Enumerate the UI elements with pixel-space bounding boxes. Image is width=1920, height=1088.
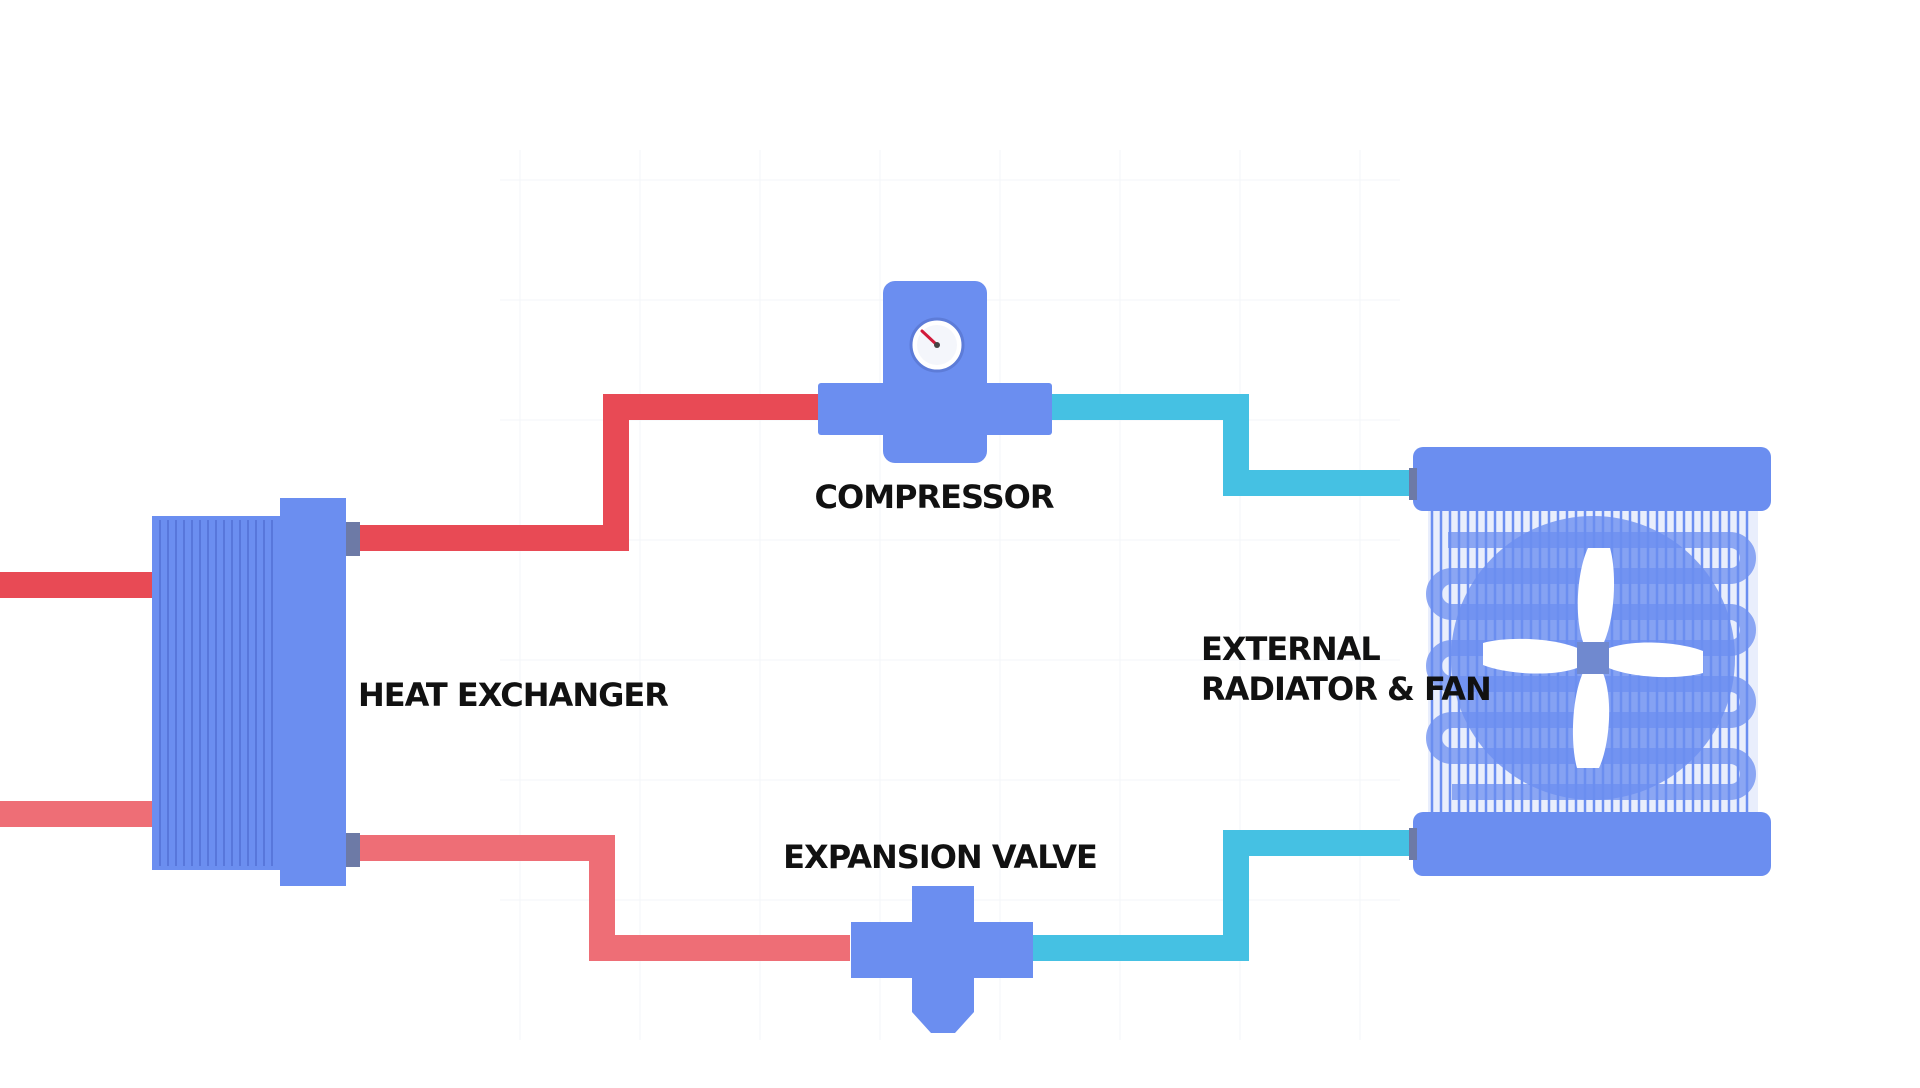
cold-pipe-compressor-to-radiator [1050,394,1412,496]
expansion-valve-nozzle [912,975,974,1033]
radiator-upper-connector [1409,468,1417,500]
compressor-body [818,383,1052,435]
radiator-top-manifold [1413,447,1771,511]
pipes [0,394,1412,961]
expansion-valve [851,886,1033,1033]
radiator-lower-connector [1409,828,1417,860]
compressor [818,281,1052,463]
warm-pipe-exchanger-to-valve [355,835,850,961]
compressor-label: COMPRESSOR [815,478,1054,516]
radiator-label-line1: EXTERNAL [1201,630,1380,668]
heat-exchanger [152,498,360,886]
hot-pipe-compressor-to-exchanger [355,394,822,551]
expansion-valve-body [851,922,1033,978]
radiator-and-fan [1409,447,1771,876]
fan-icon [1483,548,1703,768]
cold-pipe-valve-to-radiator [1030,830,1412,961]
radiator-bottom-manifold [1413,812,1771,876]
heat-exchanger-plate [280,498,346,886]
expansion-valve-label: EXPANSION VALVE [783,838,1097,876]
radiator-coils [1426,532,1756,800]
heat-exchanger-upper-connector [346,522,360,556]
radiator-label-line2: RADIATOR & FAN [1201,670,1491,708]
heat-exchanger-fins [159,520,273,866]
heat-exchanger-lower-connector [346,833,360,867]
heat-exchanger-label: HEAT EXCHANGER [358,676,668,714]
pressure-gauge-icon [909,317,965,373]
expansion-valve-top [912,886,974,926]
